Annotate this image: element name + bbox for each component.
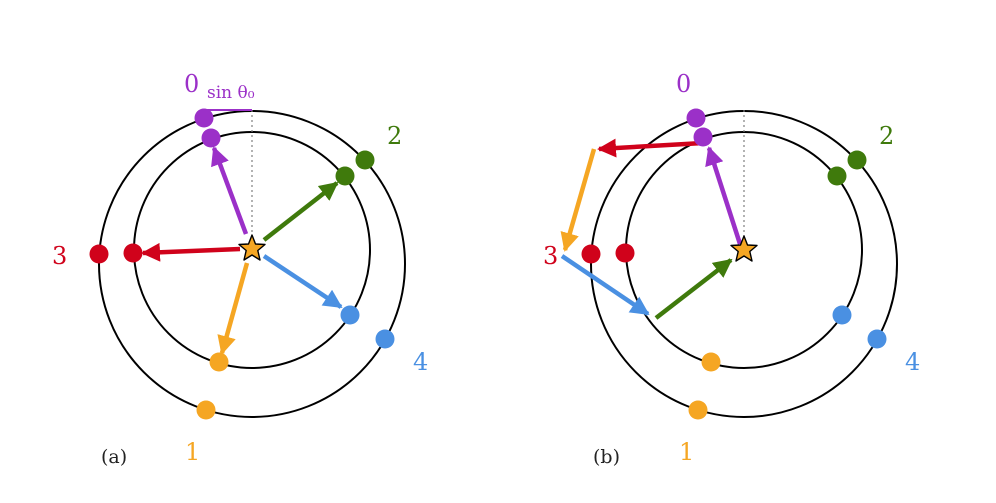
- panel-caption-b: (b): [593, 446, 620, 468]
- phasor-label-3: 3: [52, 242, 67, 270]
- arrow-2: [262, 181, 339, 242]
- chain-arrow-4: [560, 254, 650, 316]
- outer-dot-3: [581, 244, 601, 264]
- phasor-label-2: 2: [387, 122, 402, 150]
- chain-arrow-1: [560, 148, 597, 252]
- outer-dot-1: [688, 400, 708, 420]
- phasor-label-0: 0: [676, 70, 691, 98]
- phasor-label-4: 4: [905, 348, 920, 376]
- inner-dot-0: [201, 128, 221, 148]
- outer-dot-2: [355, 150, 375, 170]
- phasor-label-1: 1: [679, 438, 694, 466]
- panel-a: 0 sin θ₀ 2 3 4 1 (a): [52, 70, 428, 468]
- sin-theta-annotation: sin θ₀: [207, 83, 255, 103]
- phasor-label-1: 1: [185, 438, 200, 466]
- inner-dot-4: [832, 305, 852, 325]
- panel-caption-a: (a): [101, 446, 127, 468]
- outer-dot-3: [89, 244, 109, 264]
- star-icon: [730, 235, 758, 262]
- outer-dot-4: [375, 329, 395, 349]
- outer-dot-0: [686, 108, 706, 128]
- chain-arrow-0: [705, 146, 743, 245]
- outer-dot-0: [194, 108, 214, 128]
- phasor-label-3: 3: [543, 242, 558, 270]
- panel-b: 0 2 3 4 1 (b): [543, 70, 920, 468]
- inner-dot-1: [209, 352, 229, 372]
- inner-dot-4: [340, 305, 360, 325]
- chain-arrow-3: [597, 138, 704, 158]
- outer-dot-4: [867, 329, 887, 349]
- phasor-label-4: 4: [413, 348, 428, 376]
- outer-dot-2: [847, 150, 867, 170]
- inner-dot-3: [615, 243, 635, 263]
- phasor-label-2: 2: [879, 122, 894, 150]
- inner-dot-1: [701, 352, 721, 372]
- inner-dot-0: [693, 127, 713, 147]
- arrow-4: [262, 254, 343, 309]
- arrow-0: [211, 146, 249, 235]
- star-icon: [238, 234, 266, 261]
- arrow-1: [217, 262, 250, 355]
- phasor-label-0: 0: [184, 70, 199, 98]
- chain-arrow-2: [654, 258, 733, 320]
- arrow-3: [141, 242, 241, 262]
- inner-dot-2: [827, 166, 847, 186]
- inner-dot-2: [335, 166, 355, 186]
- outer-dot-1: [196, 400, 216, 420]
- inner-dot-3: [123, 243, 143, 263]
